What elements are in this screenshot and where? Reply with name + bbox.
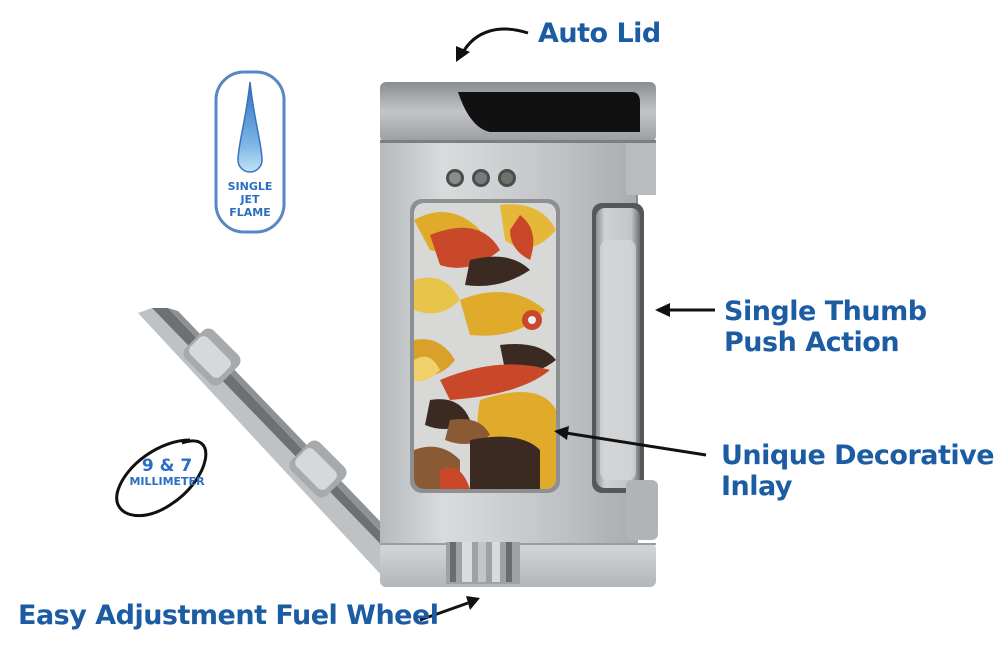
callout-inlay: Unique Decorative Inlay bbox=[721, 440, 995, 503]
size-badge-line2: MILLIMETER bbox=[129, 475, 205, 488]
single-jet-flame-badge bbox=[214, 70, 286, 234]
thumb-push-arrow-icon bbox=[655, 303, 715, 317]
callout-thumb-line2: Push Action bbox=[724, 327, 900, 359]
callout-thumb-line1: Single Thumb bbox=[724, 296, 927, 327]
fuel-wheel-arrow-icon bbox=[419, 596, 480, 622]
open-lid-arm bbox=[138, 308, 398, 578]
lid-cylinder-lower bbox=[289, 440, 347, 498]
flame-badge-line1: SINGLE bbox=[227, 180, 273, 193]
decorative-inlay bbox=[410, 199, 560, 493]
size-badge-label: 9 & 7 MILLIMETER bbox=[112, 457, 222, 488]
fuel-wheel bbox=[446, 542, 520, 584]
flame-badge-line3: FLAME bbox=[229, 206, 271, 219]
callout-auto-lid: Auto Lid bbox=[538, 18, 661, 49]
callout-inlay-line2: Inlay bbox=[721, 471, 793, 503]
size-badge-line1: 9 & 7 bbox=[141, 456, 193, 476]
lighter-body bbox=[380, 82, 658, 587]
vent-holes bbox=[446, 169, 516, 187]
callout-inlay-line1: Unique Decorative bbox=[721, 440, 995, 471]
callout-fuel-wheel: Easy Adjustment Fuel Wheel bbox=[18, 600, 439, 631]
callout-thumb-push: Single Thumb Push Action bbox=[724, 296, 927, 358]
flame-drop-icon bbox=[237, 81, 263, 173]
swoosh-ellipse-icon bbox=[115, 438, 208, 518]
inlay-arrow-icon bbox=[554, 426, 707, 457]
flame-badge-label: SINGLE JET FLAME bbox=[216, 180, 284, 219]
auto-lid-arrow-icon bbox=[456, 27, 529, 62]
thumb-push-button bbox=[592, 203, 644, 493]
lid-cylinder-upper bbox=[183, 328, 241, 386]
flame-badge-line2: JET bbox=[240, 193, 260, 206]
